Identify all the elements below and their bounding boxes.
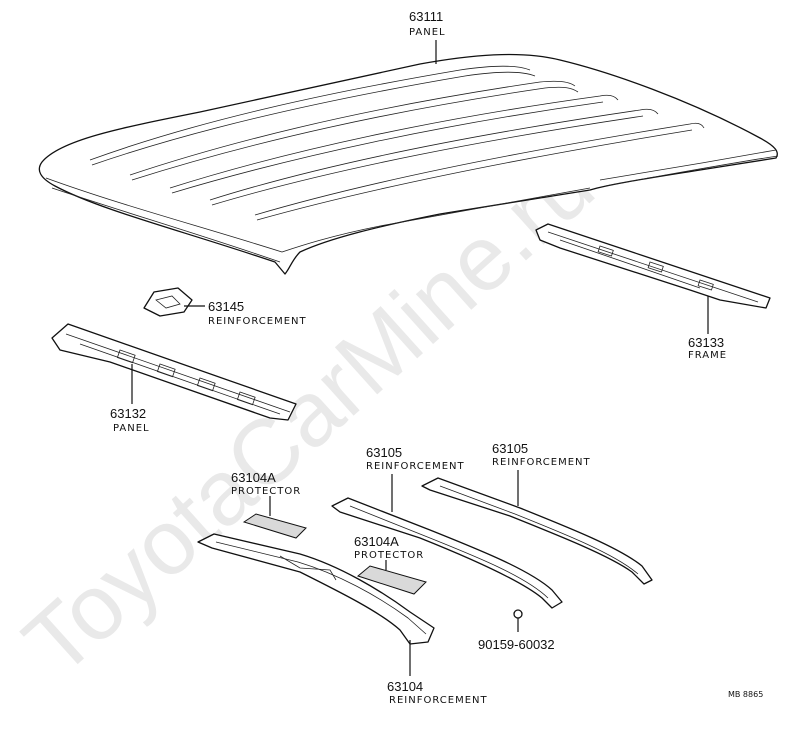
figure-code: MB 8865 [728, 690, 763, 699]
reinforcement-right-name: REINFORCEMENT [492, 457, 591, 468]
protector-left-drawing [242, 496, 307, 539]
reinforcement-mid-name: REINFORCEMENT [366, 461, 465, 472]
protector-left-name: PROTECTOR [231, 486, 301, 497]
reinforcement-bottom-number: 63104 [387, 679, 423, 694]
protector-left-number: 63104A [231, 470, 276, 485]
roof-panel-number: 63111 [409, 9, 443, 24]
reinforcement-right-drawing [421, 470, 653, 585]
clip-number: 90159-60032 [478, 637, 555, 652]
roof-panel-name: PANEL [409, 27, 446, 38]
panel-front-number: 63132 [110, 406, 146, 421]
clip-drawing [513, 609, 523, 632]
reinforcement-bottom-drawing [197, 533, 435, 676]
panel-front-drawing [51, 323, 297, 421]
reinforcement-mid-drawing [331, 474, 563, 609]
reinforcement-right-number: 63105 [492, 441, 528, 456]
protector-right-number: 63104A [354, 534, 399, 549]
reinforcement-small-number: 63145 [208, 299, 244, 314]
protector-right-drawing [356, 560, 427, 595]
frame-number: 63133 [688, 335, 724, 350]
panel-front-name: PANEL [113, 423, 150, 434]
frame-drawing [535, 223, 771, 334]
roof-panel-drawing [38, 40, 779, 275]
reinforcement-mid-number: 63105 [366, 445, 402, 460]
protector-right-name: PROTECTOR [354, 550, 424, 561]
reinforcement-small-name: REINFORCEMENT [208, 316, 307, 327]
reinforcement-bottom-name: REINFORCEMENT [389, 695, 488, 706]
frame-name: FRAME [688, 350, 727, 361]
reinforcement-small-drawing [143, 287, 205, 317]
